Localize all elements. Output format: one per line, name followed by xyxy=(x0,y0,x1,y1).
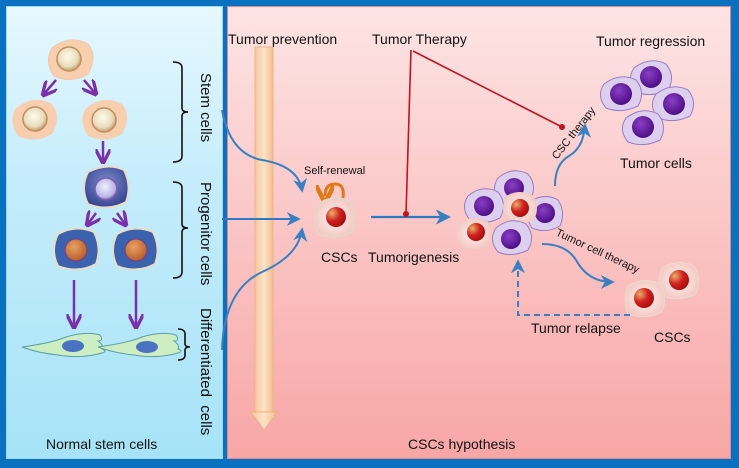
flow-arrow-stem-to-csc xyxy=(221,109,308,193)
right-panel-title: CSCs hypothesis xyxy=(408,436,515,452)
csc-cell xyxy=(658,262,700,300)
stem-cell-left xyxy=(12,99,58,140)
tumor-relapse-arrow xyxy=(511,259,630,316)
lineage-arrow xyxy=(117,213,125,224)
differentiated-cell-left xyxy=(21,332,106,358)
label-tumor-prevention: Tumor prevention xyxy=(228,31,337,47)
tumor-mass xyxy=(457,170,564,256)
csc-cell-in-tumor xyxy=(457,218,491,249)
label-progenitor-cells: Progenitor cells xyxy=(197,182,214,285)
lineage-arrow xyxy=(88,213,96,224)
label-tumor-therapy: Tumor Therapy xyxy=(372,31,467,47)
label-tumorigenesis: Tumorigenesis xyxy=(368,249,459,265)
label-differentiated-cells: Differentiated cells xyxy=(197,308,214,435)
tumor-cell xyxy=(600,76,642,112)
tumor-cell xyxy=(622,110,664,146)
label-tumor-relapse: Tumor relapse xyxy=(531,320,621,336)
label-self-renewal: Self-renewal xyxy=(304,165,365,177)
regression-cell-cluster xyxy=(600,60,694,146)
flow-arrow-differentiated-to-csc xyxy=(221,227,308,351)
bracket-progenitor-cells xyxy=(172,181,189,279)
label-stem-cells: Stem cells xyxy=(197,73,214,142)
label-tumor-cells: Tumor cells xyxy=(620,155,692,171)
relapse-csc-cluster xyxy=(624,262,700,318)
tumor-cell xyxy=(492,220,532,256)
progenitor-daughter-right xyxy=(112,227,159,271)
lineage-arrow xyxy=(44,79,56,94)
stem-cell-right xyxy=(82,99,127,140)
left-panel-title: Normal stem cells xyxy=(46,436,157,452)
tumor-prevention-bar xyxy=(250,46,278,431)
therapy-target-dot xyxy=(559,124,565,130)
tumor-cell-therapy-arrow xyxy=(541,243,615,289)
differentiated-cell-right xyxy=(97,332,182,358)
stem-cell-top xyxy=(48,39,94,80)
tumor-cell xyxy=(652,86,694,122)
csc-cell xyxy=(624,280,666,318)
tumor-cell xyxy=(464,188,504,224)
lineage-arrow xyxy=(84,80,95,93)
bracket-differentiated-cells xyxy=(177,328,191,361)
label-cscs-center: CSCs xyxy=(321,249,358,265)
therapy-target-dot xyxy=(403,211,409,217)
progenitor-cell xyxy=(83,165,130,209)
bracket-stem-cells xyxy=(172,61,189,163)
therapy-line-to-csc-therapy xyxy=(412,50,563,128)
csc-cell-in-tumor xyxy=(503,192,537,223)
csc-therapy-arrow xyxy=(554,123,591,187)
therapy-line-to-tumorigenesis xyxy=(405,49,412,215)
self-renewal-arrow xyxy=(325,182,345,198)
progenitor-daughter-left xyxy=(53,227,100,271)
label-tumor-regression: Tumor regression xyxy=(596,33,705,49)
csc-cell-center xyxy=(314,197,355,238)
label-cscs-relapse: CSCs xyxy=(654,329,691,345)
